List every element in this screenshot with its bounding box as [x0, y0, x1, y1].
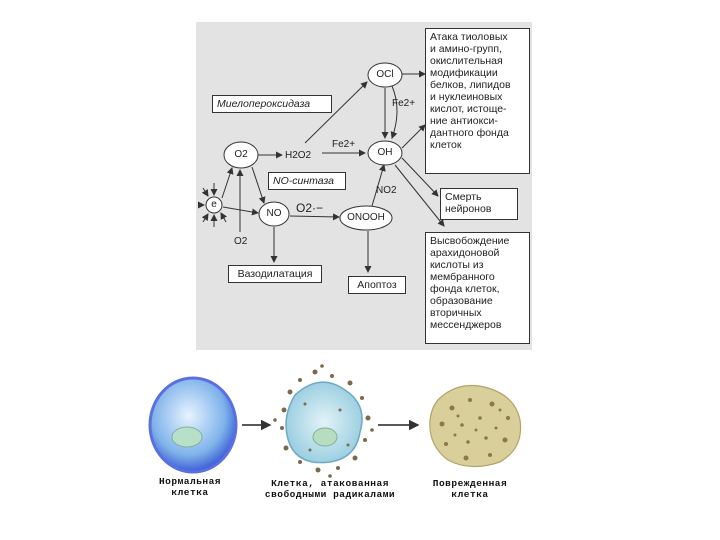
apoptosis-box: Апоптоз [348, 276, 406, 294]
electron-label: e [211, 199, 217, 210]
no-label: NO [266, 208, 282, 219]
o2-radical-label: O2 [234, 149, 248, 160]
normal-cell [148, 376, 238, 474]
superoxide-overlay-label: O2·− [296, 201, 324, 215]
arrow-no-to-onooh [289, 213, 340, 221]
arrow-o2-to-no [251, 166, 266, 204]
attacked-cell-nucleus [312, 427, 338, 447]
normal-cell-nucleus [171, 426, 203, 448]
arrow-oh-to-neuron [401, 157, 439, 197]
arrow-fe-curve [390, 85, 398, 139]
attacked-cell [285, 381, 363, 464]
no-node [258, 201, 290, 227]
oh-label: OH [377, 147, 393, 158]
fe2-top-label: Fe2+ [392, 98, 416, 109]
arrow-h2o2-to-ocl [304, 81, 368, 144]
ocl-node [367, 62, 403, 88]
no-synthase-box: NO-синтаза [268, 172, 346, 190]
damaged-cell-debris [439, 398, 510, 461]
arrow-oh-to-arachidonic [394, 164, 445, 227]
ocl-label: OCl [376, 69, 394, 80]
arrow-electron-to-no [222, 206, 259, 216]
arrow-oh-to-attack [401, 124, 426, 149]
no2-label: NO2 [376, 185, 397, 196]
fe2-mid-label: Fe2+ [332, 139, 356, 150]
h2o2-label: H2O2 [285, 150, 312, 161]
free-radical-particles [273, 364, 374, 478]
myeloperoxidase-box: Миелопероксидаза [212, 95, 332, 113]
arrow-onooh-to-no2 [371, 164, 386, 207]
arrow-electron-to-o2 [221, 167, 234, 199]
vasodilation-box: Вазодилатация [228, 265, 322, 283]
onooh-node [339, 205, 393, 231]
o2-bottom-label: O2 [234, 236, 248, 247]
electron-node [205, 196, 223, 214]
onooh-label: ONOOH [347, 212, 385, 223]
